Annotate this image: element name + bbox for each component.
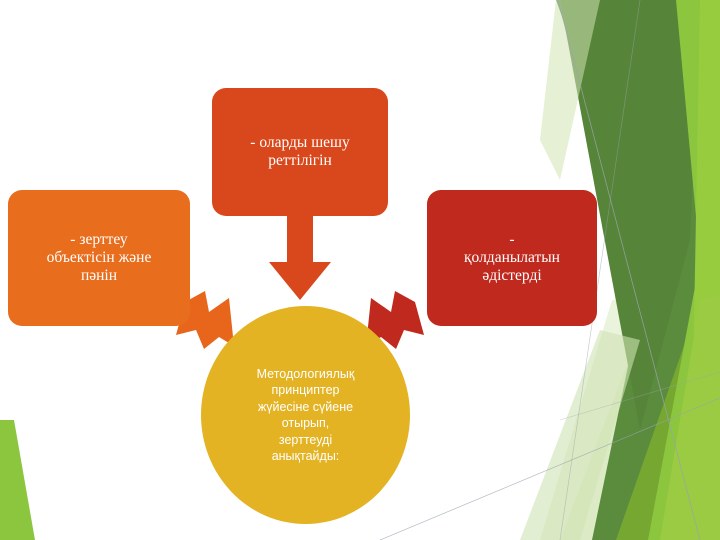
wedge-lime-right	[648, 0, 720, 540]
wedge-bottom-left	[0, 420, 35, 540]
wedge-pale-lower-2	[560, 320, 720, 540]
wedge-mid-green	[592, 290, 720, 540]
wedge-bottom-left-2	[0, 430, 30, 540]
arrow-top-down-icon	[269, 213, 331, 300]
node-top-label: - оларды шешу реттілігін	[250, 133, 350, 169]
wedge-tint-upper	[540, 0, 600, 180]
node-top[interactable]: - оларды шешу реттілігін	[212, 88, 388, 216]
node-center[interactable]: Методологиялық принциптер жүйесіне сүйен…	[201, 306, 410, 524]
node-right[interactable]: - қолданылатын әдістерді	[427, 190, 597, 326]
wedge-pale-lower	[540, 300, 720, 540]
wedge-lime-right-2	[690, 0, 720, 540]
wedge-lime-bottom	[660, 295, 720, 540]
hairline-3	[379, 397, 720, 540]
node-left-label: - зерттеу объектісін және пәнін	[46, 230, 152, 285]
node-center-label: Методологиялық принциптер жүйесіне сүйен…	[256, 366, 355, 464]
node-left[interactable]: - зерттеу объектісін және пәнін	[8, 190, 190, 326]
hairline-4	[559, 371, 720, 421]
wedge-tint-lower	[520, 330, 640, 540]
wedge-mid-green-2	[600, 255, 720, 540]
node-right-label: - қолданылатын әдістерді	[464, 230, 560, 285]
